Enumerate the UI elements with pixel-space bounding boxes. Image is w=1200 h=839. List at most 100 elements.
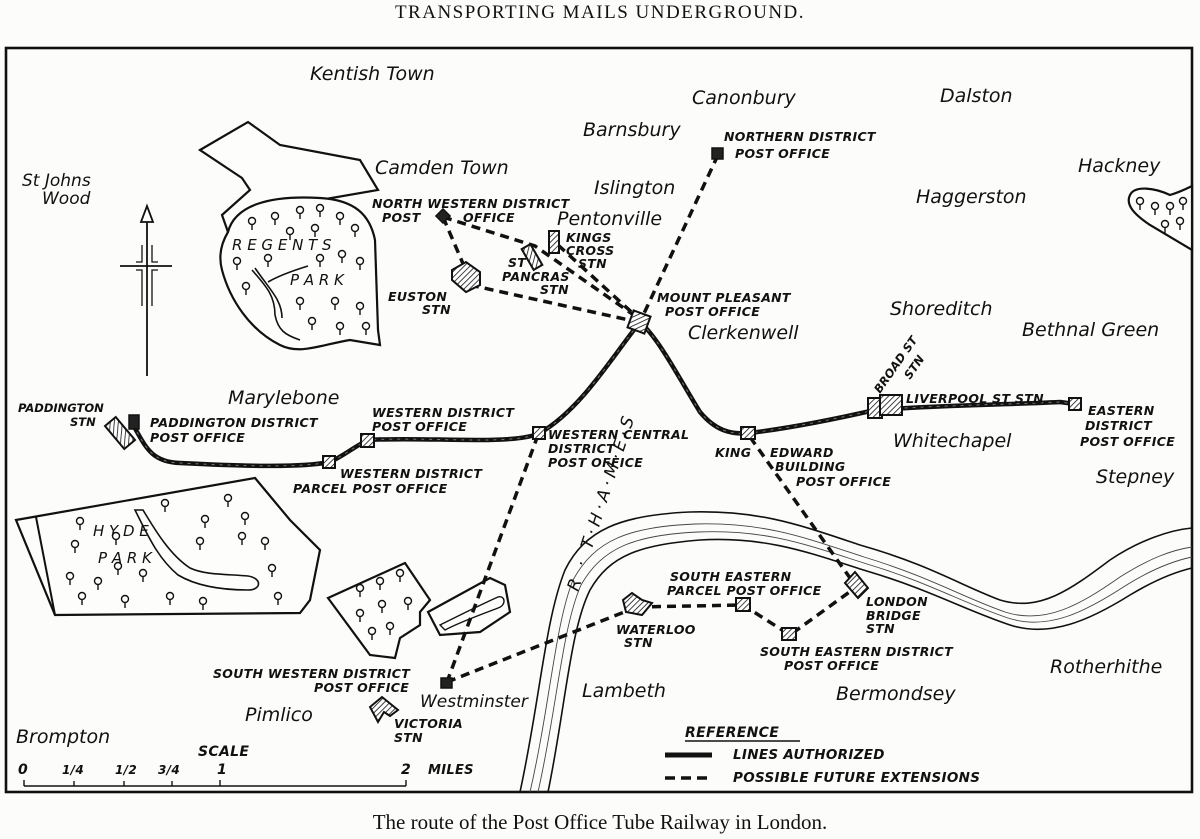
label-kings-cross-1: KINGS [566, 230, 612, 245]
label-nw-po-3: OFFICE [463, 210, 515, 225]
regents-park-label-1: R E G E N T S [232, 236, 332, 254]
north-arrow-icon [120, 203, 172, 376]
label-nw-po-2: POST [382, 210, 422, 225]
scale-tick-2: 1/2 [115, 763, 137, 777]
mount-pleasant-marker [626, 309, 652, 335]
district-shoreditch: Shoreditch [890, 298, 993, 320]
label-st-pancras-2: PANCRAS [502, 269, 570, 284]
district-stepney: Stepney [1096, 466, 1175, 488]
markers [103, 147, 1082, 725]
district-barnsbury: Barnsbury [583, 119, 681, 141]
district-rotherhithe: Rotherhithe [1050, 656, 1162, 678]
label-se-po-2: POST OFFICE [784, 658, 879, 673]
label-paddington-po-2: POST OFFICE [150, 430, 245, 445]
district-lambeth: Lambeth [582, 680, 666, 702]
district-haggerston: Haggerston [916, 186, 1027, 208]
label-eastern-po-3: POST OFFICE [1080, 434, 1175, 449]
label-king-edward-1: KING [715, 445, 751, 460]
st-pancras-marker [520, 242, 544, 272]
northern-po-marker [711, 147, 724, 160]
label-eastern-po-2: DISTRICT [1085, 418, 1153, 433]
district-islington: Islington [594, 177, 675, 199]
scale-tick-4: 1 [217, 762, 227, 778]
se-parcel-marker [735, 597, 751, 612]
paddington-po-marker [128, 414, 140, 430]
district-bethnal-green: Bethnal Green [1022, 319, 1159, 341]
sw-po-marker [440, 677, 453, 689]
st-james-park [426, 576, 512, 637]
label-london-bridge-2: BRIDGE [866, 608, 921, 623]
nw-po-marker [434, 207, 452, 225]
label-victoria-1: VICTORIA [394, 716, 463, 731]
western-parcel-marker [322, 455, 336, 469]
legend-item-authorized: LINES AUTHORIZED [733, 747, 885, 763]
map-frame [4, 46, 1194, 794]
paddington-stn-marker [103, 415, 137, 451]
label-sw-po-2: POST OFFICE [314, 680, 409, 695]
label-king-edward-3: BUILDING [775, 459, 845, 474]
green-park [326, 561, 432, 660]
label-king-edward-2: EDWARD [770, 445, 834, 460]
scale-bar: SCALE 0 1/4 1/2 3/4 1 2 MILES [18, 744, 474, 787]
district-clerkenwell: Clerkenwell [688, 322, 799, 344]
label-kings-cross-2: CROSS [566, 243, 615, 258]
label-king-edward-4: POST OFFICE [796, 474, 891, 489]
label-western-po-1: WESTERN DISTRICT [372, 405, 515, 420]
label-paddington-po-1: PADDINGTON DISTRICT [150, 415, 319, 430]
station-labels: NORTHERN DISTRICT POST OFFICE NORTH WEST… [18, 129, 1175, 745]
label-wc-po-1: WESTERN CENTRAL [548, 427, 689, 442]
district-dalston: Dalston [940, 85, 1013, 107]
label-liverpool-st: LIVERPOOL ST STN [906, 391, 1044, 406]
district-kentish-town: Kentish Town [310, 63, 435, 85]
label-sw-po-1: SOUTH WESTERN DISTRICT [213, 666, 411, 681]
label-se-parcel-2: PARCEL POST OFFICE [667, 583, 822, 598]
label-euston-2: STN [422, 302, 451, 317]
figure-caption: The route of the Post Office Tube Railwa… [372, 810, 828, 834]
label-london-bridge-1: LONDON [866, 594, 928, 609]
district-westminster: Westminster [420, 692, 529, 712]
wc-po-marker [532, 426, 546, 440]
scale-tick-0: 0 [18, 762, 28, 778]
label-eastern-po-1: EASTERN [1088, 403, 1155, 418]
se-po-marker [781, 627, 797, 641]
label-victoria-2: STN [394, 730, 423, 745]
label-london-bridge-3: STN [866, 621, 895, 636]
district-st-johns-2: Wood [42, 189, 91, 209]
label-se-parcel-1: SOUTH EASTERN [670, 569, 792, 584]
victoria-park [1127, 184, 1194, 252]
liverpool-st-marker [879, 394, 903, 416]
scale-unit: MILES [428, 763, 474, 778]
district-labels: Kentish Town Canonbury Dalston Barnsbury… [16, 63, 1175, 748]
page-title: TRANSPORTING MAILS UNDERGROUND. [394, 2, 806, 23]
district-bermondsey: Bermondsey [836, 683, 956, 705]
district-canonbury: Canonbury [692, 87, 797, 109]
district-st-johns-1: St Johns [22, 171, 91, 191]
label-kings-cross-3: STN [578, 256, 607, 271]
label-wc-po-3: POST OFFICE [548, 455, 643, 470]
label-northern-po-2: POST OFFICE [735, 146, 830, 161]
label-mount-pleasant-2: POST OFFICE [665, 304, 760, 319]
district-pimlico: Pimlico [245, 704, 313, 726]
label-st-pancras-1: ST [508, 255, 527, 270]
scale-tick-5: 2 [401, 762, 411, 778]
euston-marker [451, 260, 481, 294]
legend-title: REFERENCE [685, 725, 779, 741]
label-northern-po-1: NORTHERN DISTRICT [724, 129, 877, 144]
label-paddington-stn-2: STN [70, 415, 96, 429]
regents-park-label-2: P A R K [290, 271, 345, 289]
label-western-parcel-1: WESTERN DISTRICT [340, 466, 483, 481]
kings-cross-marker [548, 230, 560, 254]
western-po-marker [360, 433, 375, 448]
label-waterloo-2: STN [624, 635, 653, 650]
regents-park: R E G E N T S P A R K [197, 120, 382, 351]
hyde-park-label-2: P A R K [98, 549, 153, 567]
legend-item-future: POSSIBLE FUTURE EXTENSIONS [733, 770, 980, 786]
scale-tick-3: 3/4 [158, 763, 180, 777]
district-pentonville: Pentonville [557, 208, 662, 230]
legend: REFERENCE LINES AUTHORIZED POSSIBLE FUTU… [665, 725, 980, 786]
district-whitechapel: Whitechapel [893, 430, 1012, 452]
district-camden-town: Camden Town [375, 157, 509, 179]
label-wc-po-2: DISTRICT [548, 441, 616, 456]
label-se-po-1: SOUTH EASTERN DISTRICT [760, 644, 954, 659]
label-mount-pleasant-1: MOUNT PLEASANT [657, 290, 792, 305]
